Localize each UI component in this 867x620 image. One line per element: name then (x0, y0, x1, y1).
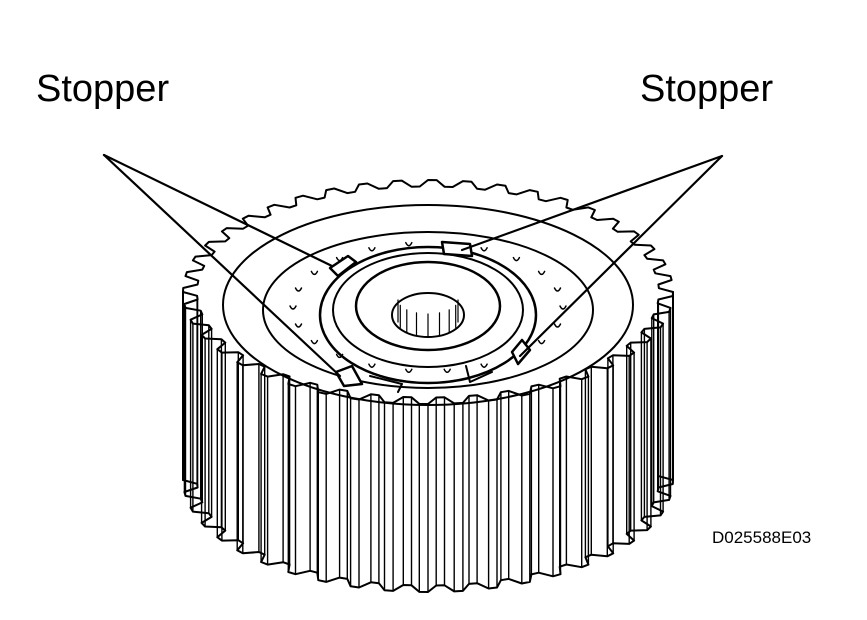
oil-hole (480, 363, 488, 368)
stopper-label-right: Stopper (640, 68, 774, 110)
oil-hole (553, 287, 562, 292)
oil-hole (480, 247, 488, 252)
oil-hole (368, 363, 376, 368)
drum-inner-rim (222, 204, 634, 406)
oil-hole (368, 247, 376, 252)
hub-bore-splines (397, 299, 459, 337)
thrust-washer-inner-edge (332, 252, 524, 368)
drum-inner-floor (262, 231, 594, 389)
oil-hole (289, 305, 297, 310)
washer-notch-left (369, 375, 403, 393)
leader-left-to-lower-stopper (102, 153, 342, 378)
leader-left-to-upper-stopper (102, 153, 334, 268)
oil-hole (553, 323, 562, 328)
oil-hole (310, 339, 319, 345)
oil-hole (405, 241, 413, 247)
drum-splines (182, 291, 674, 593)
oil-hole (405, 368, 413, 374)
figure-code: D025588E03 (712, 528, 812, 547)
stopper-tab-lower-right (510, 338, 532, 366)
oil-hole (310, 270, 319, 276)
leader-right-to-lower-stopper (518, 154, 724, 358)
oil-hole (537, 339, 546, 345)
stopper-label-left: Stopper (36, 68, 170, 110)
oil-hole (559, 305, 567, 310)
oil-hole (443, 368, 451, 374)
oil-hole (512, 256, 521, 262)
stopper-tab-upper-right (440, 240, 474, 258)
leader-right-to-upper-stopper (460, 154, 724, 252)
oil-hole (294, 287, 303, 292)
oil-hole (294, 323, 303, 328)
leader-lines (102, 153, 724, 378)
thrust-washer-outer (318, 245, 538, 385)
oil-hole (537, 270, 546, 276)
washer-notch-right (465, 365, 493, 383)
stopper-tab-upper-left (328, 254, 358, 278)
hub-bore (391, 292, 465, 338)
stopper-tab-lower-left (334, 364, 364, 388)
hub-ring (354, 260, 502, 352)
